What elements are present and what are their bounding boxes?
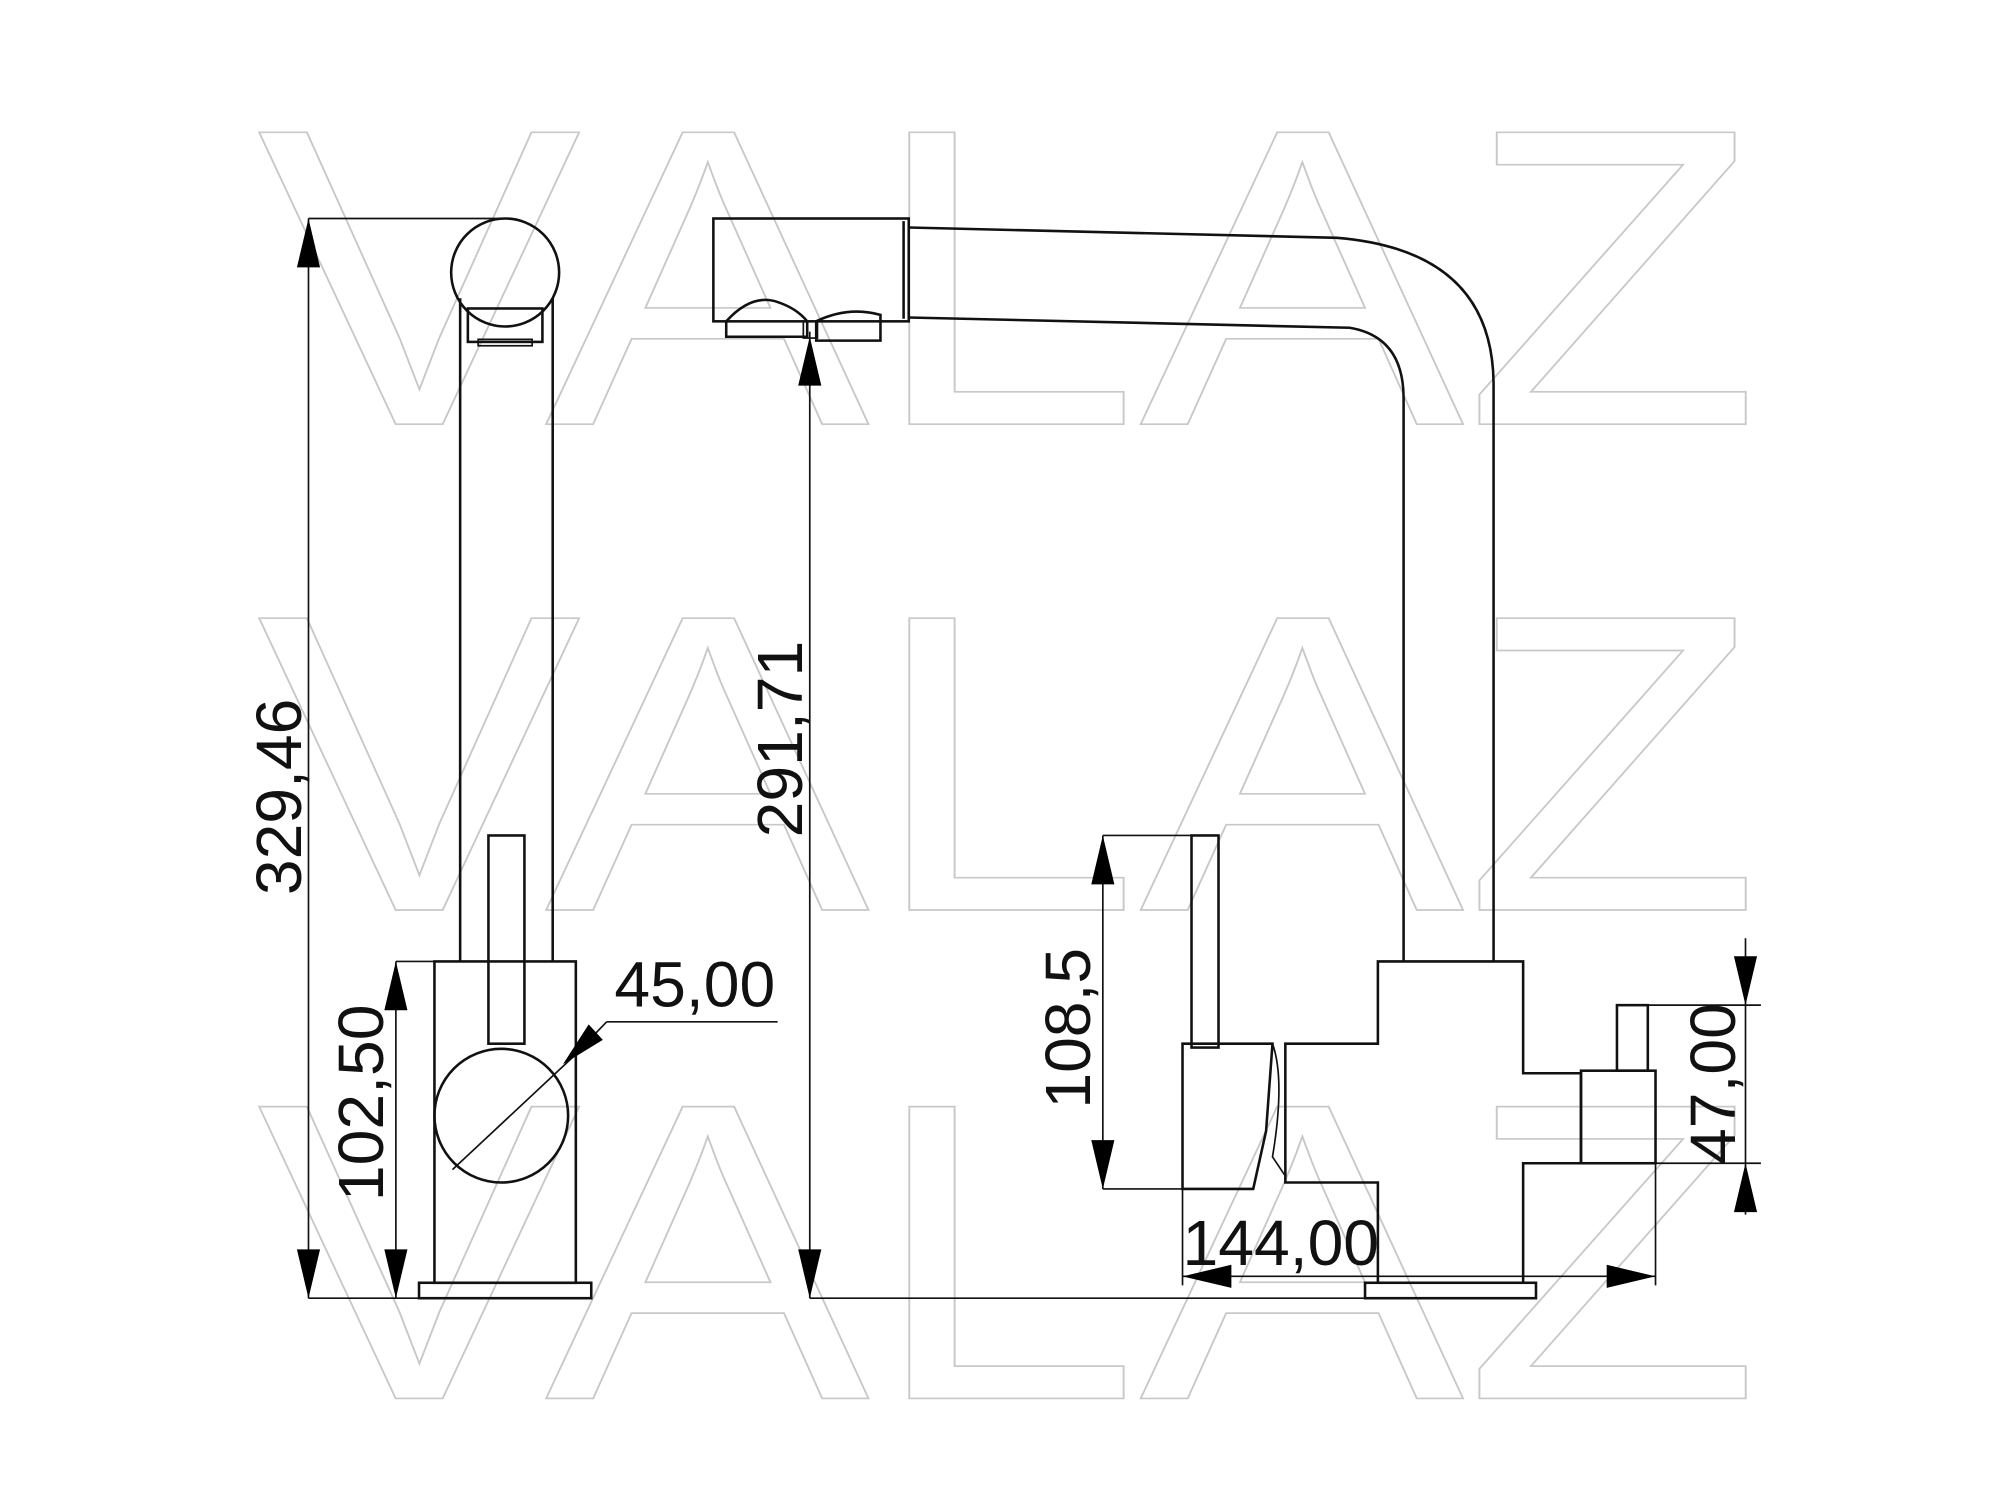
watermark-row-1: VALAZ xyxy=(257,40,1761,514)
dim-handle-diameter: 45,00 xyxy=(614,948,775,1020)
dim-reach: 144,00 xyxy=(1183,1207,1380,1279)
dimension-valve-height: 47,00 xyxy=(1647,938,1761,1215)
watermark: VALAZ VALAZ VALAZ xyxy=(256,39,1762,1489)
dim-body-height: 102,50 xyxy=(325,1005,397,1202)
front-view xyxy=(712,217,1657,1300)
dim-valve-height: 47,00 xyxy=(1677,1003,1749,1164)
dim-spout-height: 291,71 xyxy=(744,641,816,838)
dimension-reach: 144,00 xyxy=(1181,1163,1657,1288)
dimension-spout-height: 291,71 xyxy=(744,331,1366,1300)
dimension-handle-diameter: 45,00 xyxy=(451,948,778,1171)
dimension-lever-height: 108,5 xyxy=(1032,834,1192,1190)
dimension-overall-height: 329,46 xyxy=(243,217,508,1300)
watermark-row-3: VALAZ xyxy=(257,1014,1761,1488)
dim-overall-height: 329,46 xyxy=(243,699,315,896)
watermark-row-2: VALAZ xyxy=(257,526,1761,1000)
dimension-body-height: 102,50 xyxy=(325,960,435,1299)
dim-lever-height: 108,5 xyxy=(1032,948,1104,1109)
